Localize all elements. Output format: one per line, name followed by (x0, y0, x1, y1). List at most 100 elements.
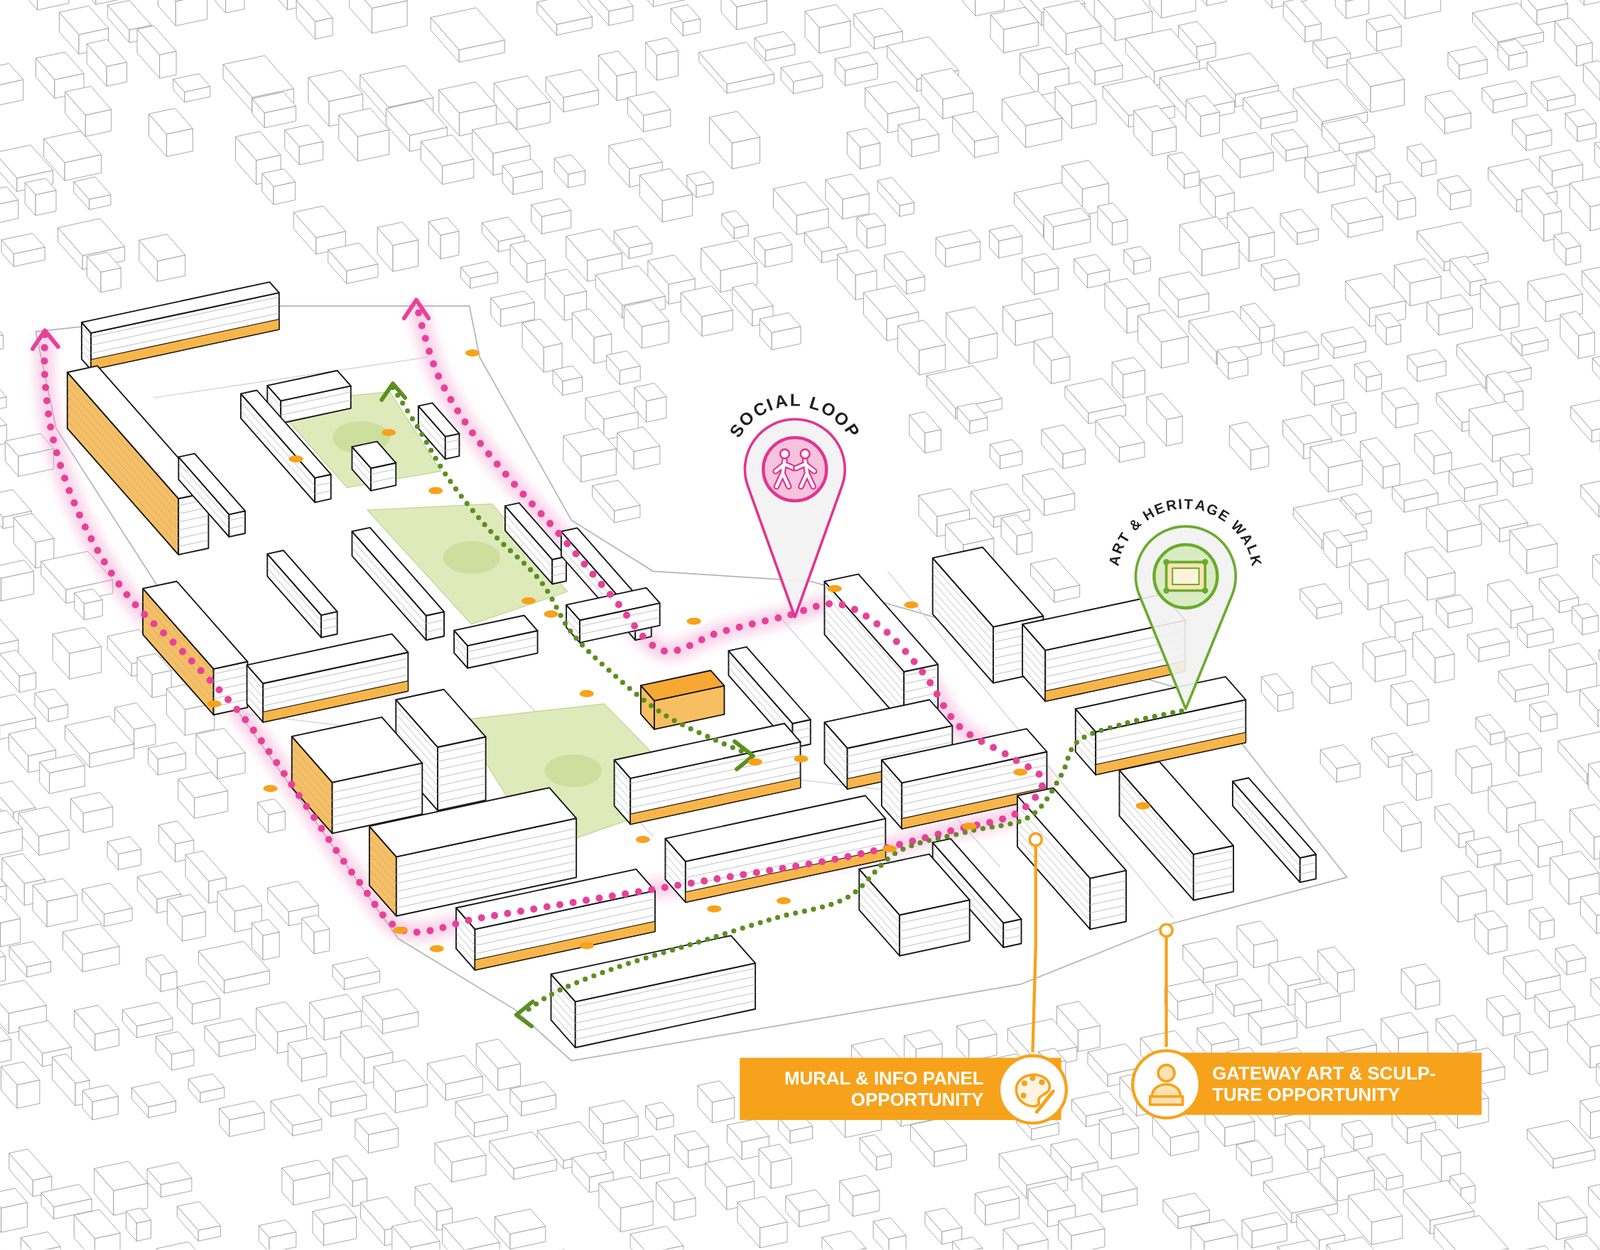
building-block (262, 169, 296, 205)
building-block (52, 627, 102, 680)
building-block (721, 211, 749, 239)
building-block (598, 51, 637, 101)
building-block (1022, 468, 1075, 516)
building-block (1236, 1141, 1273, 1177)
building-block (1075, 677, 1247, 776)
building-block (178, 772, 229, 819)
building-block (531, 198, 572, 234)
building-block (1043, 208, 1091, 251)
amenity-spot (521, 597, 536, 605)
building-block (1182, 938, 1238, 984)
building-block (296, 0, 333, 40)
amenity-spot (392, 927, 408, 935)
building-block (1375, 312, 1401, 345)
building-block (721, 0, 767, 30)
building-block (856, 213, 886, 248)
leader-lines (1029, 833, 1173, 1053)
building-block (510, 240, 546, 283)
building-block (1512, 1246, 1563, 1250)
building-block (1095, 414, 1145, 463)
building-block (73, 1209, 121, 1250)
building-block (1217, 346, 1248, 379)
building-block (946, 306, 998, 364)
arc-letter: A (773, 392, 789, 412)
building-block (430, 7, 505, 63)
building-block (670, 4, 701, 37)
building-block (592, 480, 641, 523)
building-block (178, 453, 246, 538)
building-block (1448, 463, 1497, 503)
building-block (502, 159, 543, 195)
building-block (551, 935, 756, 1048)
building-block (0, 320, 3, 356)
building-block (737, 1197, 788, 1249)
building-block (122, 1002, 172, 1039)
building-block (1574, 0, 1600, 5)
building-block (697, 1081, 735, 1124)
building-block (606, 350, 641, 386)
building-block (1075, 43, 1123, 86)
building-block (1261, 259, 1299, 291)
building-block (86, 252, 121, 293)
building-block (990, 7, 1039, 53)
building-block (392, 1220, 440, 1250)
arc-letter: T (1183, 496, 1193, 512)
amenity-spot (706, 905, 722, 913)
building-block (0, 1234, 10, 1250)
building-block (617, 426, 661, 470)
building-block (0, 560, 35, 602)
building-block (312, 1204, 357, 1247)
site-buildings (67, 282, 1317, 1048)
building-block (1232, 777, 1316, 883)
building-block (1474, 910, 1507, 955)
arc-letter: L (789, 391, 800, 410)
building-block (0, 1188, 27, 1233)
building-block (418, 402, 460, 459)
building-block (1426, 294, 1473, 336)
building-block (1487, 579, 1533, 629)
amenity-spot (882, 845, 897, 853)
building-block (834, 51, 878, 86)
building-block (665, 795, 886, 903)
building-block (1017, 787, 1127, 930)
bust-icon (1129, 1047, 1203, 1122)
building-block (1469, 401, 1530, 462)
building-block (301, 915, 330, 955)
building-block (338, 108, 390, 162)
building-block (1236, 921, 1278, 969)
amenity-spot (827, 585, 842, 593)
building-block (0, 937, 5, 989)
amenity-spot (288, 455, 303, 463)
building-block (1030, 558, 1080, 603)
building-block (427, 1055, 484, 1101)
building-block (1582, 265, 1600, 308)
building-block (210, 0, 245, 13)
building-block (1196, 0, 1227, 6)
pin-title: SOCIAL LOOP (714, 386, 878, 621)
building-block (1354, 360, 1382, 393)
building-block (1465, 836, 1501, 869)
building-block (1498, 664, 1549, 702)
map-pin: SOCIAL LOOP (714, 386, 878, 621)
building-block (1248, 1006, 1297, 1046)
building-block (754, 31, 796, 61)
building-block (1285, 1121, 1325, 1171)
social-loop-route (44, 304, 1043, 933)
building-block (1569, 175, 1600, 231)
building-block (780, 61, 823, 94)
building-block (1033, 336, 1070, 384)
building-block (94, 1161, 148, 1216)
building-block (645, 37, 679, 81)
building-block (545, 69, 599, 113)
building-block (505, 503, 567, 585)
building-block (32, 878, 78, 928)
building-block (588, 1100, 639, 1144)
building-block (1590, 976, 1600, 1017)
building-block (921, 68, 974, 119)
building-block (284, 125, 324, 165)
building-block (1514, 1031, 1549, 1075)
amenity-spot (465, 349, 480, 357)
building-block (442, 1217, 501, 1250)
building-block (1517, 618, 1554, 648)
